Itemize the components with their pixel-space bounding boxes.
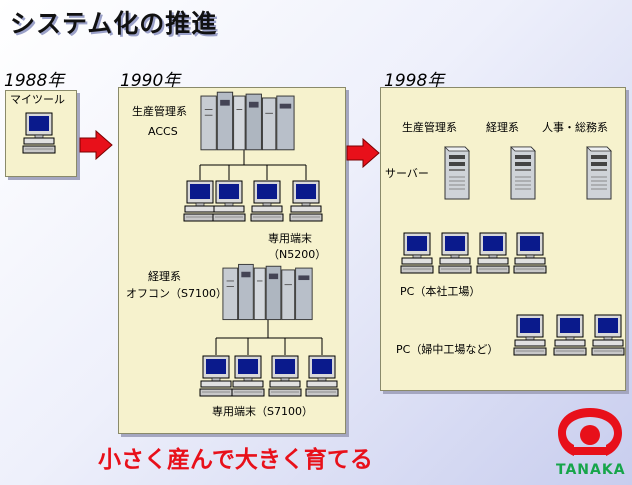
server-label-hr: 人事・総務系 xyxy=(542,121,608,134)
pc-group2-label: PC（婦中工場など） xyxy=(396,343,499,356)
pc-icon xyxy=(438,232,472,276)
company-logo-icon xyxy=(558,408,622,456)
server-icon xyxy=(441,145,471,201)
terminal2-label: 専用端末（S7100） xyxy=(212,405,313,418)
pc-icon xyxy=(591,314,625,358)
production-host-icon xyxy=(200,90,296,152)
terminal-pc-icon xyxy=(199,355,233,399)
terminal-pc-icon xyxy=(289,180,323,224)
pc-icon xyxy=(476,232,510,276)
server-tag: サーバー xyxy=(385,167,429,180)
server-icon xyxy=(583,145,613,201)
terminal1-model: （N5200） xyxy=(268,248,327,261)
mytool-label: マイツール xyxy=(10,93,65,106)
year-1988: 1988年 xyxy=(4,71,65,91)
company-name: TANAKA xyxy=(556,462,626,478)
year-1998: 1998年 xyxy=(384,71,445,91)
arrow-1990-1998 xyxy=(346,138,380,168)
accounting-label: 経理系 xyxy=(148,270,181,283)
pc-group1-label: PC（本社工場） xyxy=(400,285,481,298)
terminal-pc-icon xyxy=(212,180,246,224)
year-1990: 1990年 xyxy=(120,71,181,91)
pc-icon xyxy=(400,232,434,276)
page-title: システム化の推進 xyxy=(10,9,218,38)
terminal-pc-icon xyxy=(231,355,265,399)
pc-icon xyxy=(513,314,547,358)
pc-icon xyxy=(513,232,547,276)
production-label: 生産管理系 xyxy=(132,105,187,118)
server-label-production: 生産管理系 xyxy=(402,121,457,134)
terminal-pc-icon xyxy=(268,355,302,399)
accounting-host-icon xyxy=(222,262,314,322)
pc-icon xyxy=(553,314,587,358)
server-label-accounting: 経理系 xyxy=(486,121,519,134)
arrow-1988-1990 xyxy=(79,130,113,160)
slogan: 小さく産んで大きく育てる xyxy=(98,447,373,473)
terminal1-label: 専用端末 xyxy=(268,232,312,245)
terminal-pc-icon xyxy=(305,355,339,399)
production-sub: ACCS xyxy=(148,125,178,138)
server-icon xyxy=(507,145,537,201)
accounting-sub: オフコン（S7100） xyxy=(126,287,227,300)
terminal-pc-icon xyxy=(250,180,284,224)
